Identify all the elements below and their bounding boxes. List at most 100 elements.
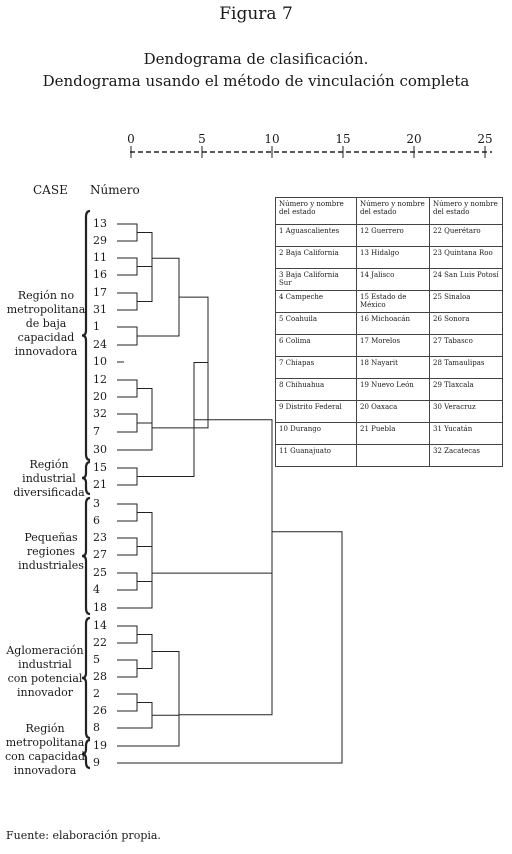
state-table-cell: 1 Aguascalientes <box>275 224 357 247</box>
dendrogram-link <box>194 419 273 644</box>
axis-tick-label: 0 <box>127 132 135 146</box>
dendrogram-link <box>152 572 273 716</box>
state-table-header-row: Número y nombre del estado Número y nomb… <box>275 197 503 225</box>
leaf-label: 11 <box>93 251 107 264</box>
state-table: Número y nombre del estado Número y nomb… <box>275 197 503 467</box>
leaf-label: 9 <box>93 756 100 769</box>
leaf-label: 30 <box>93 443 107 456</box>
source-note: Fuente: elaboración propia. <box>6 829 161 842</box>
group-label-line: industrial <box>18 658 72 671</box>
leaf-label: 2 <box>93 687 100 700</box>
state-table-cell: 10 Durango <box>275 422 357 445</box>
dendrogram-link <box>137 546 153 582</box>
state-table-header: Número y nombre del estado <box>275 197 357 225</box>
dendrogram-link <box>124 257 138 276</box>
number-column-header: Número <box>90 183 140 197</box>
state-table-cell: 22 Querétaro <box>429 224 503 247</box>
state-table-cell: 26 Sonora <box>429 312 503 335</box>
dendrogram-link <box>152 651 180 716</box>
state-table-cell: 25 Sinaloa <box>429 290 503 313</box>
dendrogram-link <box>137 634 153 669</box>
leaf-label: 1 <box>93 320 100 333</box>
leaf-label: 14 <box>93 619 107 632</box>
state-table-cell: 13 Hidalgo <box>356 246 430 269</box>
dendrogram-link <box>124 693 138 712</box>
leaf-label: 17 <box>93 286 107 299</box>
dendrogram-link <box>137 257 180 337</box>
state-table-cell: 27 Tabasco <box>429 334 503 357</box>
axis-tick-label: 5 <box>198 132 206 146</box>
group-label-line: metropolitana <box>5 736 85 749</box>
dendrogram-link <box>137 388 153 424</box>
subtitle-line-2: Dendograma usando el método de vinculaci… <box>42 72 470 90</box>
state-table-cell: 21 Puebla <box>356 422 430 445</box>
leaf-label: 24 <box>93 338 107 351</box>
dendrogram-link <box>124 531 343 764</box>
group-label-line: Región <box>29 458 69 471</box>
state-table-cell: 28 Tamaulipas <box>429 356 503 379</box>
group-label-line: Aglomeración <box>6 644 84 657</box>
group-label-line: innovador <box>16 686 73 699</box>
dendrogram-link <box>124 405 153 451</box>
leaf-label: 29 <box>93 234 107 247</box>
dendrogram-link <box>124 467 138 486</box>
state-table-cell: 2 Baja California <box>275 246 357 269</box>
leaf-label: 19 <box>93 739 107 752</box>
group-label-line: con potencial <box>7 672 83 685</box>
axis-tick-label: 25 <box>477 132 492 146</box>
group-label-line: innovadora <box>14 345 78 358</box>
group-label-line: con capacidad <box>4 750 85 763</box>
dendrogram-link <box>124 503 138 522</box>
state-table-cell: 8 Chihuahua <box>275 378 357 401</box>
state-table-cell: 29 Tlaxcala <box>429 378 503 401</box>
leaf-label: 31 <box>93 303 107 316</box>
leaf-label: 15 <box>93 461 107 474</box>
leaf-label: 25 <box>93 566 107 579</box>
state-table-header: Número y nombre del estado <box>429 197 503 225</box>
group-label-line: industriales <box>18 559 84 572</box>
dendrogram-link <box>137 232 153 284</box>
figure-label: Figura 7 <box>219 4 293 24</box>
state-table-cell: 20 Oaxaca <box>356 400 430 423</box>
dendrogram-link <box>124 538 153 609</box>
leaf-label: 20 <box>93 390 107 403</box>
state-table-cell: 11 Guanajuato <box>275 444 357 467</box>
leaf-label: 5 <box>93 653 100 666</box>
group-label-line: Región no <box>17 289 75 302</box>
dendrogram-link <box>124 659 138 678</box>
leaf-label: 6 <box>93 514 100 527</box>
leaf-label: 22 <box>93 636 107 649</box>
case-column-header: CASE <box>33 183 68 197</box>
dendrogram-link <box>124 292 138 311</box>
state-table-cell: 18 Nayarit <box>356 356 430 379</box>
dendrogram-link <box>124 683 180 747</box>
axis-tick-label: 15 <box>335 132 350 146</box>
leaf-label: 18 <box>93 601 107 614</box>
state-table-cell: 24 San Luis Potosí <box>429 268 503 291</box>
group-label-line: Pequeñas <box>24 531 78 544</box>
leaf-label: 16 <box>93 268 107 281</box>
leaf-label: 23 <box>93 531 107 544</box>
state-table-cell: 23 Quintana Roo <box>429 246 503 269</box>
leaf-label: 32 <box>93 407 107 420</box>
group-label-line: industrial <box>22 472 76 485</box>
dendrogram-link <box>124 326 138 346</box>
state-table-cell: 9 Distrito Federal <box>275 400 357 423</box>
state-table-cell: 17 Morelos <box>356 334 430 357</box>
dendrogram-link <box>124 379 138 398</box>
dendrogram-link <box>124 625 138 644</box>
state-table-cell: 7 Chiapas <box>275 356 357 379</box>
dendrogram-link <box>124 702 153 729</box>
group-brace <box>81 209 91 462</box>
